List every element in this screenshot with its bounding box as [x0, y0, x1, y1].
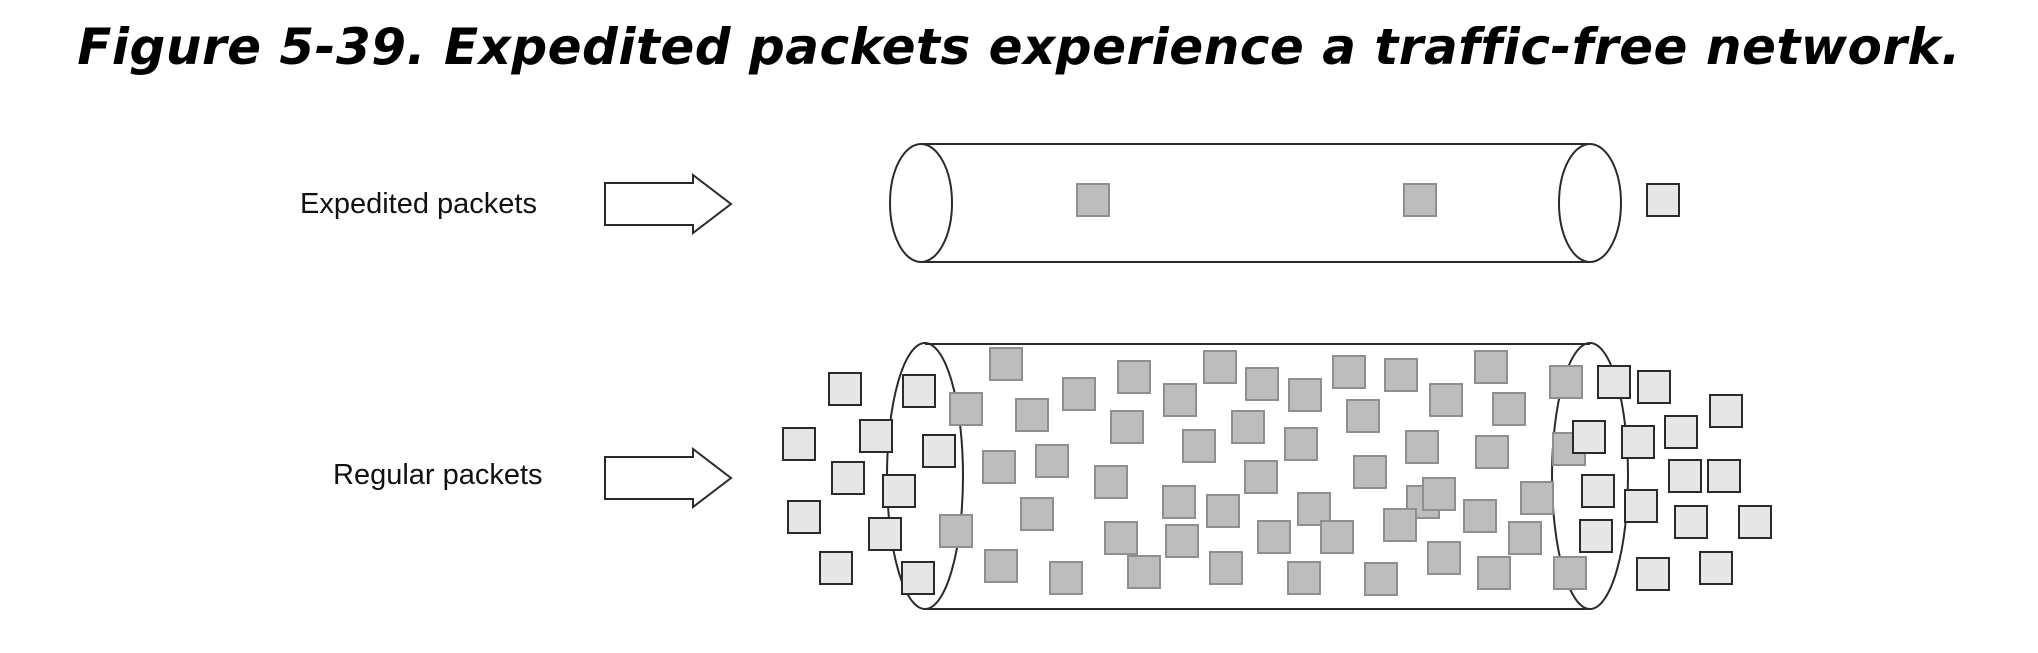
regular-packet — [1162, 485, 1196, 519]
regular-packet — [1231, 410, 1265, 444]
regular-packet — [1579, 519, 1613, 553]
regular-packet — [1049, 561, 1083, 595]
regular-packet — [1699, 551, 1733, 585]
regular-pipe — [886, 342, 1629, 610]
regular-packet — [1062, 377, 1096, 411]
regular-packet — [1346, 399, 1380, 433]
regular-packet — [1637, 370, 1671, 404]
regular-packet — [1709, 394, 1743, 428]
regular-packet — [782, 427, 816, 461]
regular-packet — [1182, 429, 1216, 463]
regular-packet — [1674, 505, 1708, 539]
expedited-packet — [1646, 183, 1680, 217]
regular-packet — [901, 561, 935, 595]
regular-packet — [1636, 557, 1670, 591]
regular-packet — [1244, 460, 1278, 494]
regular-packet — [939, 514, 973, 548]
regular-packet — [1297, 492, 1331, 526]
regular-packet — [1549, 365, 1583, 399]
regular-packet — [787, 500, 821, 534]
regular-packet — [1477, 556, 1511, 590]
expedited-pipe — [889, 143, 1622, 263]
regular-packet — [1020, 497, 1054, 531]
regular-packet — [984, 549, 1018, 583]
regular-packet — [1284, 427, 1318, 461]
regular-packet — [1427, 541, 1461, 575]
regular-packet — [1405, 430, 1439, 464]
regular-packet — [1287, 561, 1321, 595]
regular-packet — [1206, 494, 1240, 528]
regular-packet — [1364, 562, 1398, 596]
regular-packet — [1429, 383, 1463, 417]
regular-packet — [1624, 489, 1658, 523]
regular-packet — [1520, 481, 1554, 515]
regular-packet — [1117, 360, 1151, 394]
regular-packet — [1209, 551, 1243, 585]
regular-packet — [1110, 410, 1144, 444]
regular-packet — [1707, 459, 1741, 493]
regular-packets-group — [782, 347, 1772, 596]
regular-packet — [1094, 465, 1128, 499]
regular-packet — [1738, 505, 1772, 539]
regular-arrow — [604, 446, 733, 510]
regular-packet — [831, 461, 865, 495]
expedited-arrow — [604, 172, 733, 236]
regular-packet — [1463, 499, 1497, 533]
regular-packet — [1475, 435, 1509, 469]
regular-packet — [1383, 508, 1417, 542]
regular-packet — [1127, 555, 1161, 589]
figure-caption: Figure 5-39. Expedited packets experienc… — [77, 18, 1961, 76]
regular-packet — [1332, 355, 1366, 389]
regular-packet — [1597, 365, 1631, 399]
regular-packets-label: Regular packets — [333, 459, 543, 491]
regular-packet — [1015, 398, 1049, 432]
expedited-packet — [1403, 183, 1437, 217]
regular-packet — [1320, 520, 1354, 554]
regular-packet — [1664, 415, 1698, 449]
regular-packet — [902, 374, 936, 408]
regular-packet — [1245, 367, 1279, 401]
regular-packet — [1668, 459, 1702, 493]
regular-packet — [1621, 425, 1655, 459]
regular-packet — [859, 419, 893, 453]
regular-packet — [922, 434, 956, 468]
regular-packet — [1422, 477, 1456, 511]
regular-packet — [1257, 520, 1291, 554]
regular-packet — [989, 347, 1023, 381]
regular-packet — [949, 392, 983, 426]
expedited-packets-label: Expedited packets — [300, 188, 537, 220]
regular-packet — [1384, 358, 1418, 392]
regular-packet — [1492, 392, 1526, 426]
regular-packet — [1553, 556, 1587, 590]
regular-packet — [1353, 455, 1387, 489]
regular-packet — [982, 450, 1016, 484]
regular-packet — [1581, 474, 1615, 508]
regular-packet — [1203, 350, 1237, 384]
regular-packet — [1474, 350, 1508, 384]
regular-packet — [819, 551, 853, 585]
regular-packet — [1035, 444, 1069, 478]
regular-packet — [1508, 521, 1542, 555]
regular-packet — [828, 372, 862, 406]
regular-packet — [868, 517, 902, 551]
expedited-packets-group — [1076, 183, 1680, 217]
regular-packet — [1163, 383, 1197, 417]
regular-packet — [1572, 420, 1606, 454]
expedited-packet — [1076, 183, 1110, 217]
regular-packet — [882, 474, 916, 508]
regular-packet — [1288, 378, 1322, 412]
regular-packet — [1165, 524, 1199, 558]
regular-packet — [1104, 521, 1138, 555]
